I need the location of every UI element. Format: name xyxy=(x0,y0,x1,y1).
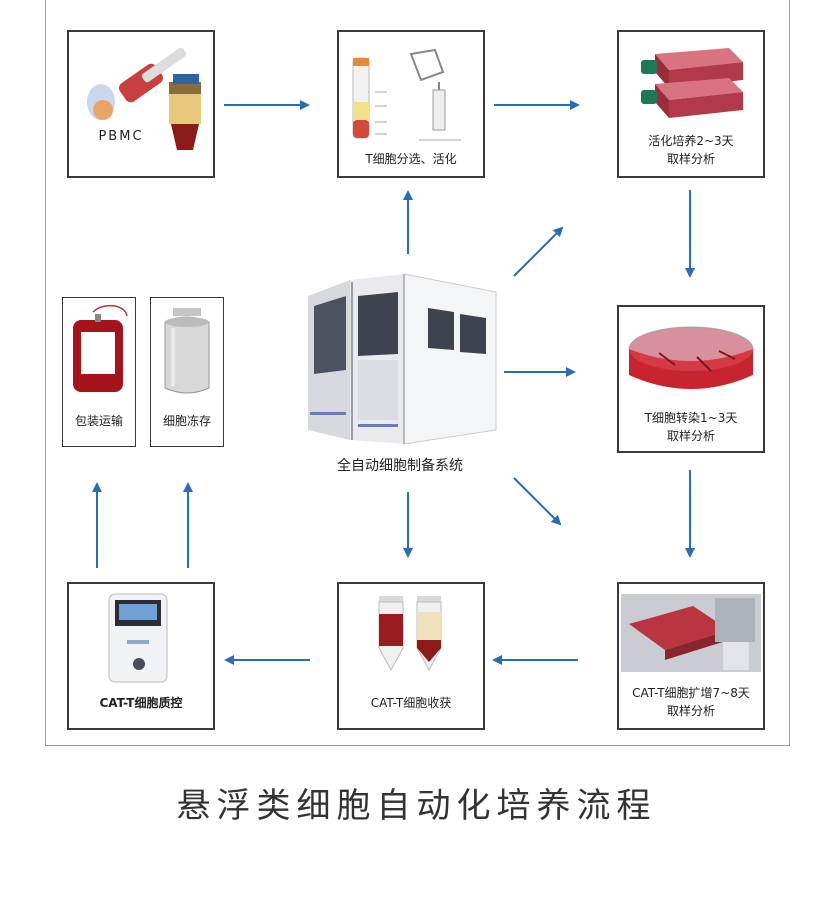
caption-activation-culture: 活化培养2~3天 取样分析 xyxy=(648,134,734,166)
petri-dish-icon xyxy=(628,326,754,389)
center-system-label: 全自动细胞制备系统 xyxy=(337,458,463,474)
cryo-tank-icon xyxy=(164,308,210,394)
caption-selection: T细胞分选、活化 xyxy=(365,152,457,166)
blood-bag-icon xyxy=(73,304,128,392)
diagram-title: 悬浮类细胞自动化培养流程 xyxy=(176,786,657,826)
automated-cell-system-machine xyxy=(308,273,497,445)
bioreactor-expansion-icon xyxy=(621,594,761,672)
caption-pbmc: PBMC xyxy=(98,129,144,144)
caption-expansion: CAT-T细胞扩增7~8天 取样分析 xyxy=(632,686,750,718)
culture-flasks-icon xyxy=(641,48,743,118)
caption-transduction: T细胞转染1~3天 取样分析 xyxy=(644,411,738,443)
step-selection: T细胞分选、活化 xyxy=(337,30,485,178)
step-cryopreservation: 细胞冻存 xyxy=(150,297,224,447)
step-harvest: CAT-T细胞收获 xyxy=(337,582,485,730)
diagram-frame xyxy=(45,0,790,746)
caption-cryopreservation: 细胞冻存 xyxy=(162,414,211,428)
step-transduction: T细胞转染1~3天 取样分析 xyxy=(617,305,765,453)
tube-and-beaker-icon xyxy=(352,48,461,141)
step-packaging: 包装运输 xyxy=(62,297,136,447)
caption-quality-control: CAT-T细胞质控 xyxy=(99,696,183,710)
pbmc-syringe-blood-icon xyxy=(87,47,201,150)
caption-harvest: CAT-T细胞收获 xyxy=(370,696,452,710)
qc-analyzer-icon xyxy=(108,593,168,683)
harvest-tubes-icon xyxy=(378,596,442,672)
step-expansion: CAT-T细胞扩增7~8天 取样分析 xyxy=(617,582,765,730)
step-quality-control: CAT-T细胞质控 xyxy=(67,582,215,730)
step-activation-culture: 活化培养2~3天 取样分析 xyxy=(617,30,765,178)
caption-packaging: 包装运输 xyxy=(74,414,123,428)
step-pbmc: PBMC xyxy=(67,30,215,178)
